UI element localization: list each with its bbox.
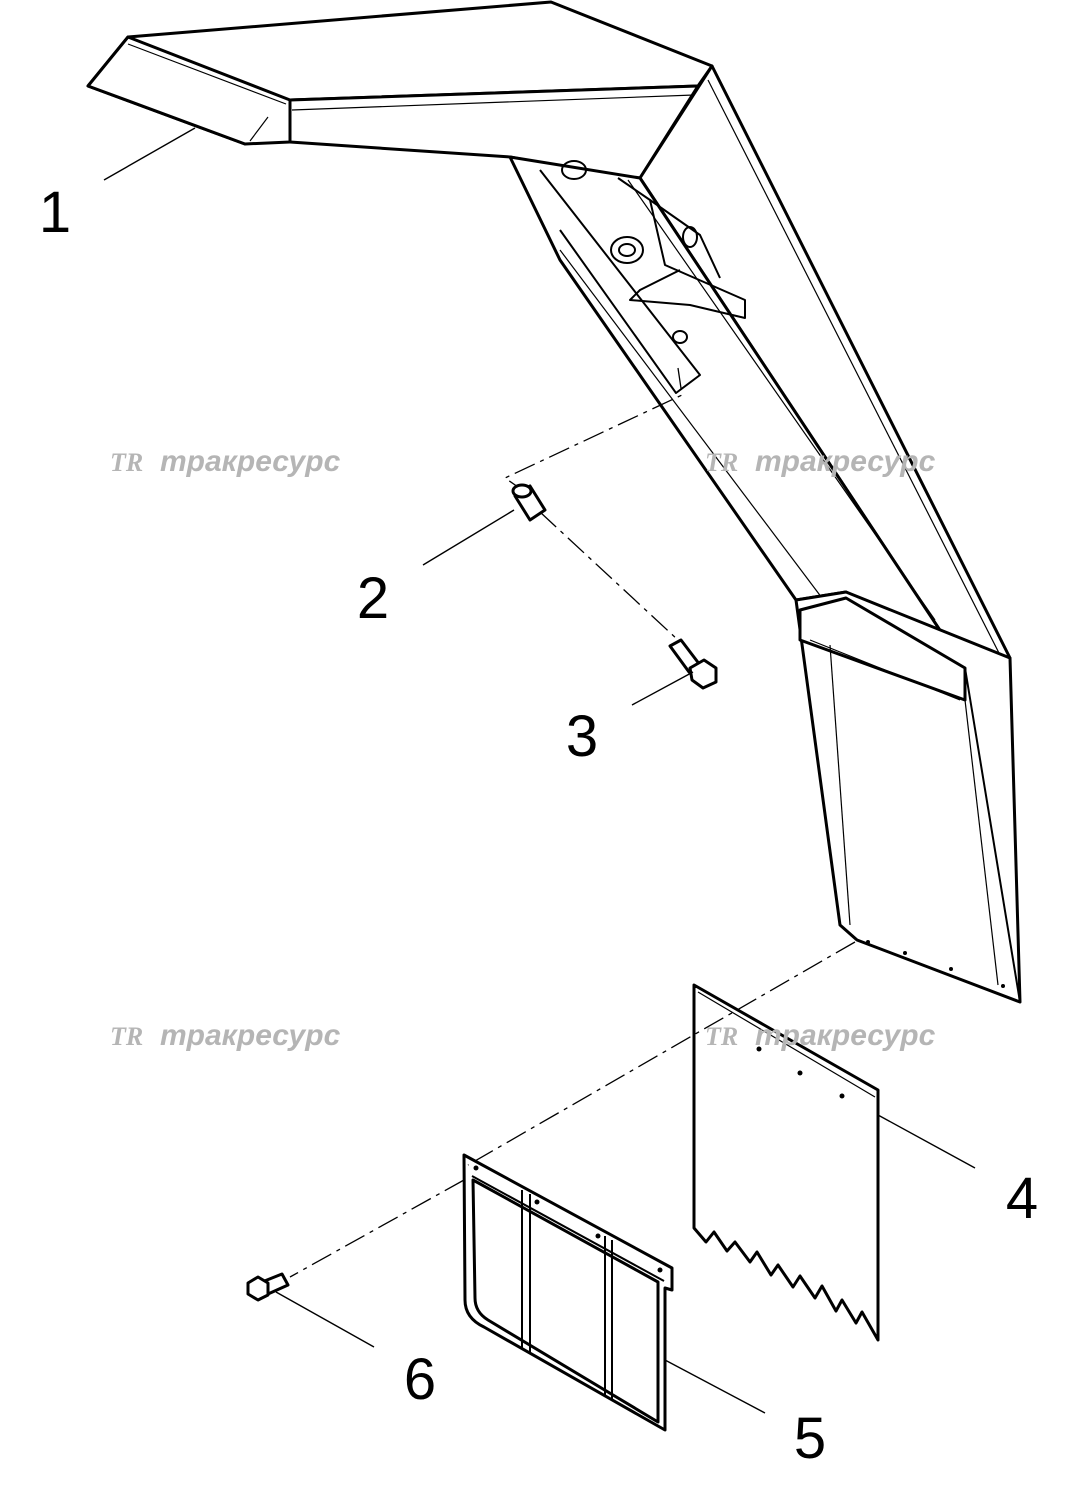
watermark-bottom-left: TR тракресурс — [110, 1019, 341, 1052]
watermark-logo: TR — [705, 1022, 738, 1051]
watermark-top-right: TR тракресурс — [705, 445, 936, 478]
callout-5: 5 — [794, 1406, 826, 1471]
rubber-flap-part-4 — [692, 983, 880, 1342]
leader-lines — [103, 127, 976, 1414]
bolt-part-6 — [246, 1272, 290, 1302]
watermark-logo: TR — [110, 1022, 143, 1051]
bolt-part-3 — [668, 638, 718, 690]
callout-4: 4 — [1006, 1166, 1038, 1231]
watermark-text: тракресурс — [160, 445, 341, 478]
fender-part-1 — [86, 0, 1022, 1004]
callout-1: 1 — [39, 180, 71, 245]
watermark-logo: TR — [110, 448, 143, 477]
bushing-part-2 — [511, 483, 547, 522]
watermark-top-left: TR тракресурс — [110, 445, 341, 478]
assembly-axes — [289, 367, 856, 1278]
callout-3: 3 — [566, 704, 598, 769]
watermark-text: тракресурс — [755, 445, 936, 478]
callout-6: 6 — [404, 1347, 436, 1412]
watermark-text: тракресурс — [160, 1019, 341, 1052]
frame-part-5 — [462, 1153, 674, 1432]
callout-2: 2 — [357, 566, 389, 631]
watermark-bottom-right: TR тракресурс — [705, 1019, 936, 1052]
watermark-logo: TR — [705, 448, 738, 477]
watermark-text: тракресурс — [755, 1019, 936, 1052]
